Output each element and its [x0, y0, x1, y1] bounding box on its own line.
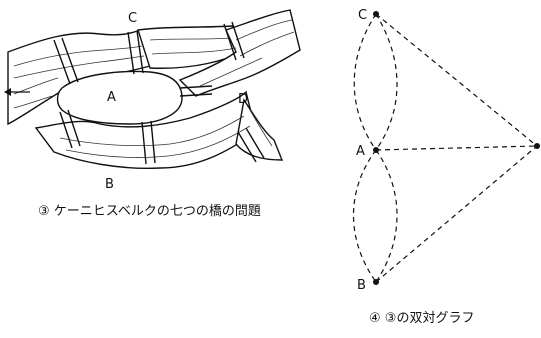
land-label-d: D: [238, 92, 248, 107]
graph-label-a: A: [356, 144, 365, 159]
graph-node-a: [373, 147, 379, 153]
dual-graph: C A B: [354, 8, 541, 293]
land-label-c: C: [128, 11, 137, 26]
land-label-b: B: [105, 177, 114, 192]
graph-node-d: [534, 143, 540, 149]
edge-a-b-left: [354, 150, 377, 282]
graph-label-c: C: [358, 8, 367, 23]
edge-b-d: [376, 146, 537, 282]
graph-node-b: [373, 279, 379, 285]
river-diagram: C A D B: [4, 10, 300, 192]
right-figure-caption: ④ ③の双対グラフ: [369, 311, 474, 326]
graph-node-c: [373, 11, 379, 17]
land-label-a: A: [107, 90, 116, 105]
edge-c-a-right: [376, 14, 397, 150]
edge-c-a-left: [354, 14, 376, 150]
edge-a-b-right: [376, 150, 397, 282]
edge-c-d: [376, 14, 537, 146]
left-figure-caption: ③ ケーニヒスベルクの七つの橋の問題: [38, 204, 261, 219]
graph-label-b: B: [357, 278, 366, 293]
edge-a-d: [376, 146, 537, 150]
